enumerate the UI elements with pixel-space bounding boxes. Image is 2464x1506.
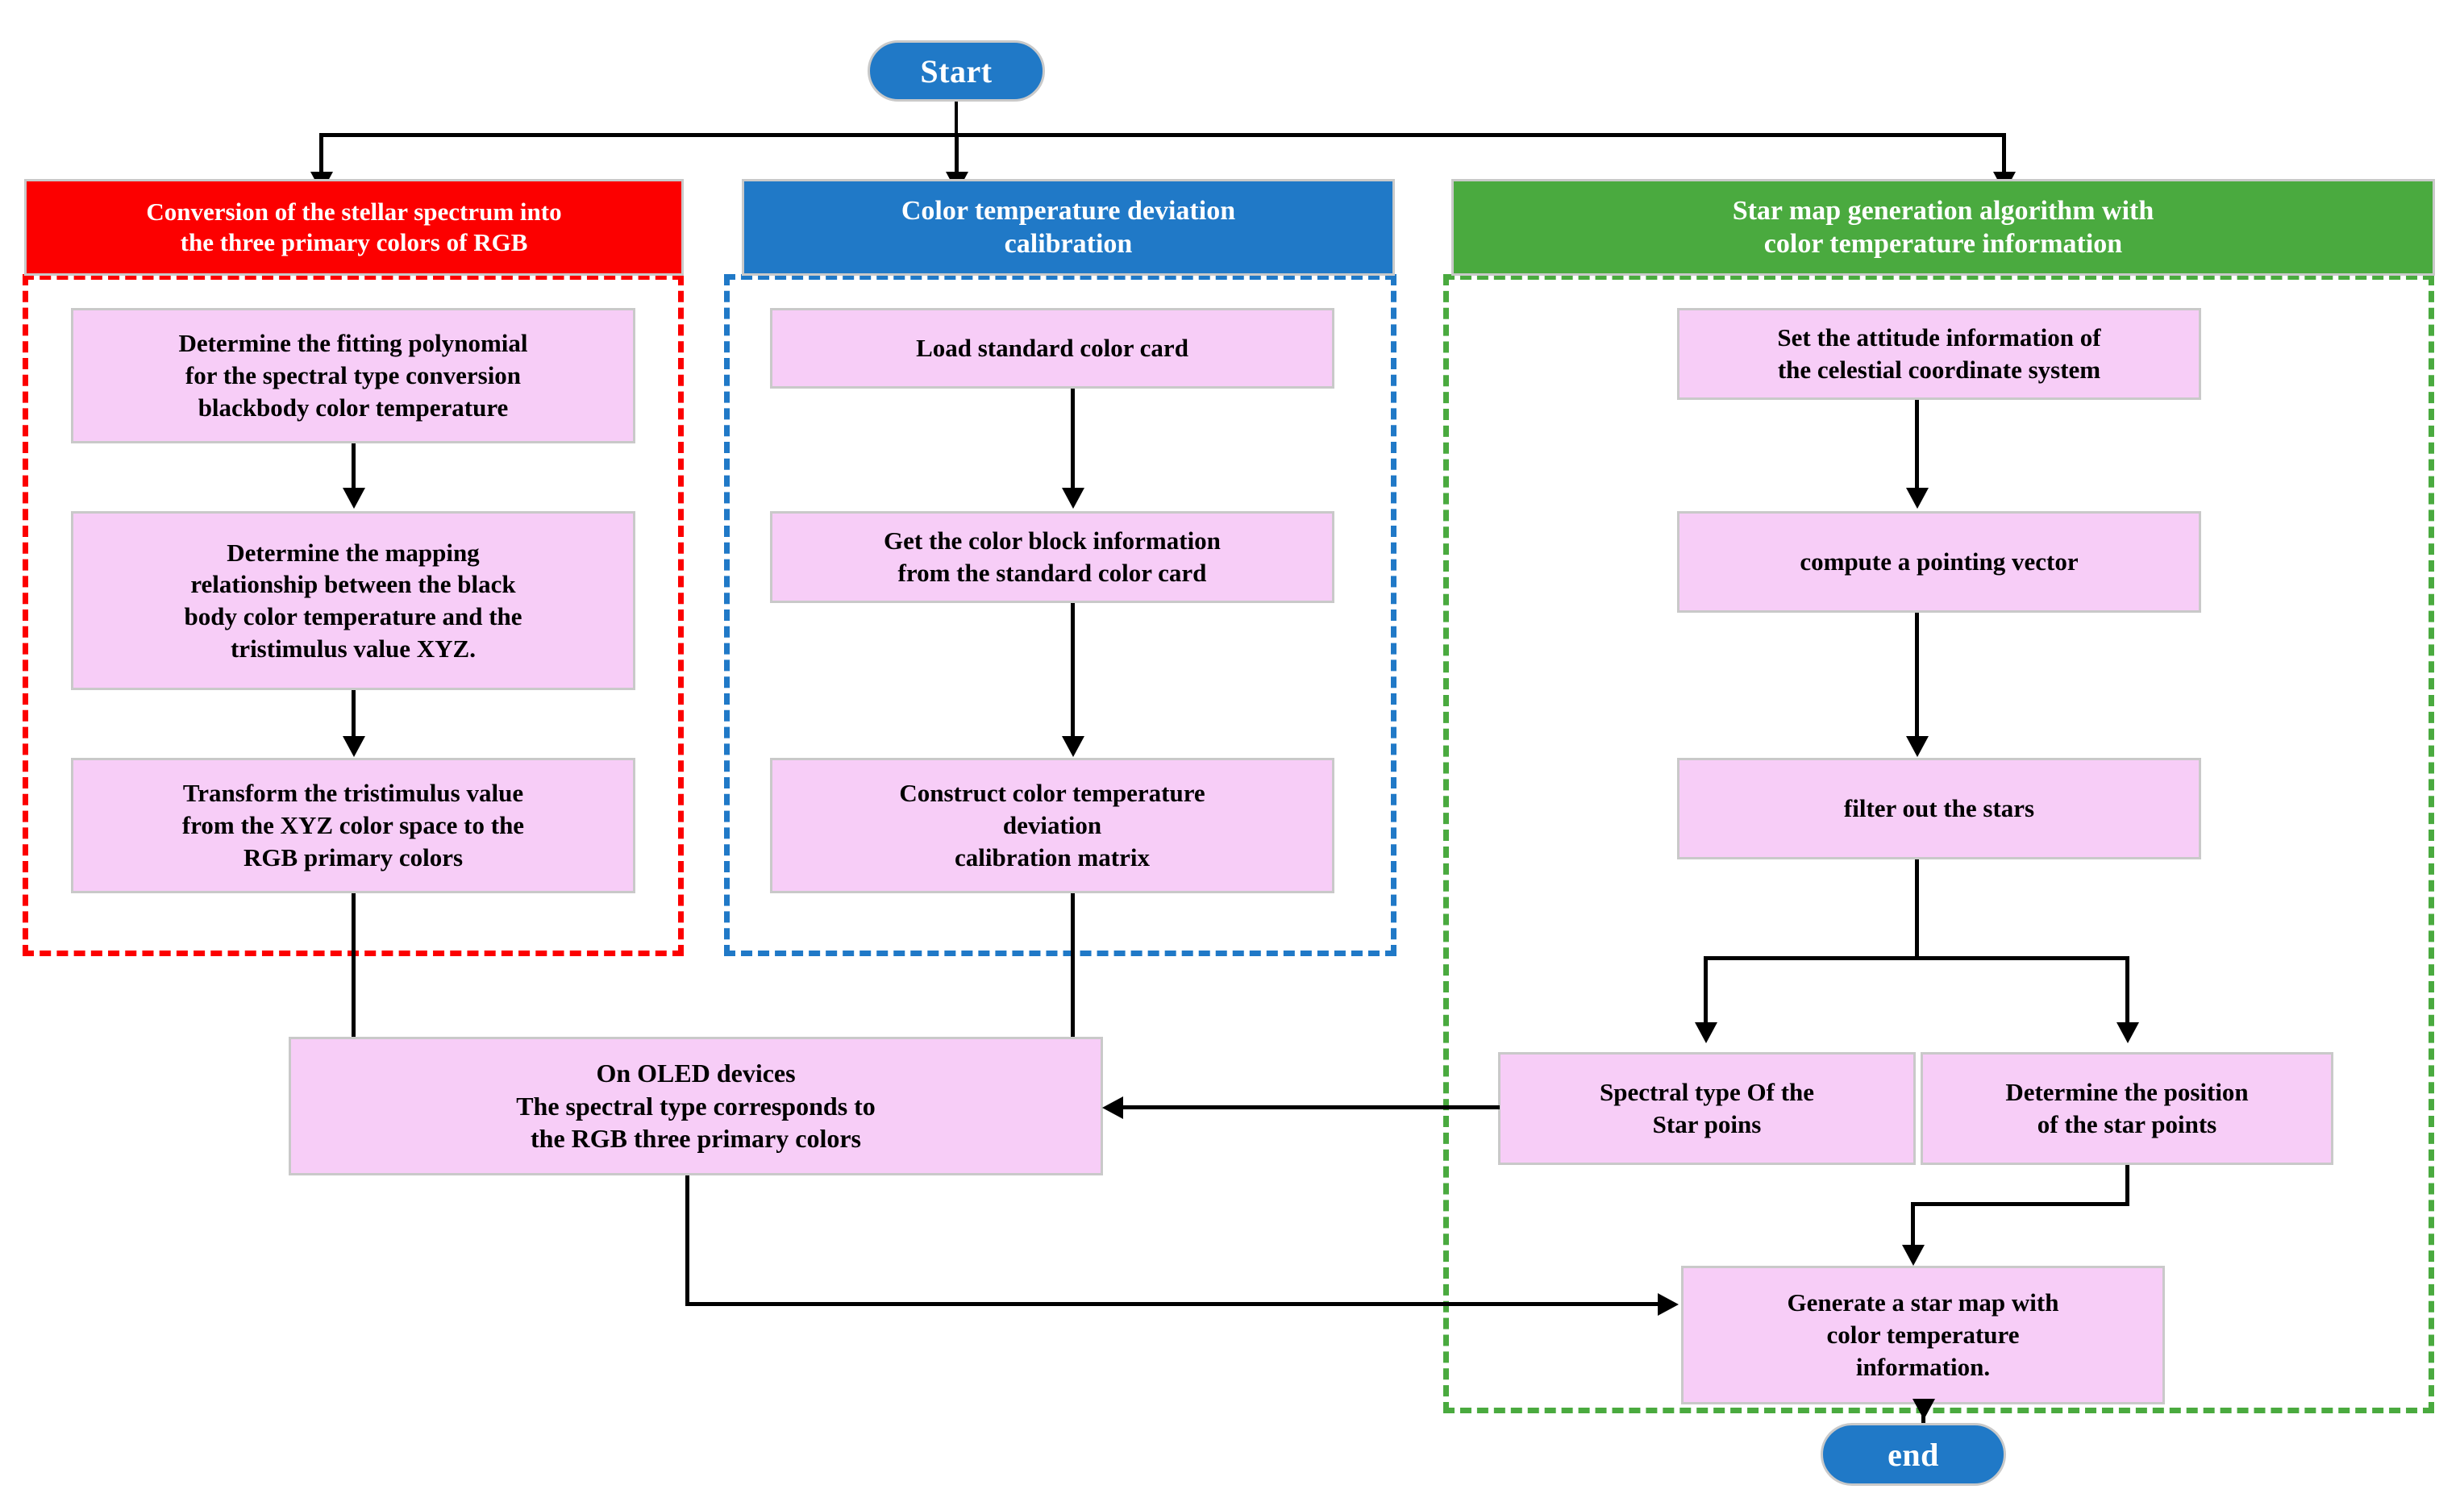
end-label: end: [1888, 1436, 1939, 1473]
arrowhead-oled-to-generate: [1658, 1293, 1679, 1316]
connector-right-2-3: [1915, 613, 1919, 743]
connector-branch-right: [2125, 956, 2129, 1030]
node-line-1: Construct color temperature: [899, 779, 1205, 808]
node-generate-star-map[interactable]: Generate a star map with color temperatu…: [1681, 1266, 2165, 1404]
node-line-2: the celestial coordinate system: [1777, 356, 2101, 384]
node-line-1: Set the attitude information of: [1777, 323, 2101, 352]
connector-position-to-generate: [1911, 1202, 1915, 1252]
connector-left-1-2: [352, 443, 356, 494]
node-fitting-polynomial[interactable]: Determine the fitting polynomial for the…: [71, 308, 635, 443]
banner-line-1: Color temperature deviation: [901, 195, 1236, 226]
connector-mid-2-3: [1071, 603, 1075, 743]
node-line-3: body color temperature and the: [184, 602, 522, 630]
node-determine-star-position[interactable]: Determine the position of the star point…: [1921, 1052, 2333, 1165]
banner-line-1: Conversion of the stellar spectrum into: [146, 198, 562, 227]
arrowhead-left-1-2: [343, 488, 365, 509]
banner-line-1: Star map generation algorithm with: [1732, 195, 2154, 226]
node-line-3: RGB primary colors: [243, 842, 464, 872]
node-line-3: blackbody color temperature: [198, 393, 509, 422]
arrowhead-to-spectral-type: [1695, 1022, 1717, 1043]
connector-left-to-merge: [352, 893, 356, 1089]
arrowhead-mid-2-3: [1062, 736, 1084, 757]
node-line-1: compute a pointing vector: [1800, 547, 2079, 576]
connector-distribution-bar: [321, 133, 2006, 137]
node-line-1: Determine the mapping: [227, 538, 480, 567]
connector-start-down: [955, 102, 958, 136]
section-banner-star-map: Star map generation algorithm with color…: [1451, 179, 2435, 276]
node-line-1: Generate a star map with: [1787, 1288, 2059, 1317]
connector-position-down: [2125, 1165, 2129, 1205]
banner-line-2: the three primary colors of RGB: [180, 228, 528, 256]
node-line-1: On OLED devices: [596, 1058, 796, 1088]
connector-drop-middle: [955, 133, 959, 177]
connector-position-over: [1911, 1202, 2129, 1206]
connector-oled-to-generate: [685, 1302, 1664, 1306]
arrowhead-right-2-3: [1906, 736, 1929, 757]
node-compute-pointing-vector[interactable]: compute a pointing vector: [1677, 511, 2201, 613]
node-line-1: Transform the tristimulus value: [182, 779, 524, 808]
arrowhead-to-star-position: [2116, 1022, 2139, 1043]
node-transform-xyz-to-rgb[interactable]: Transform the tristimulus value from the…: [71, 758, 635, 893]
node-spectral-type-of-star-points[interactable]: Spectral type Of the Star poins: [1498, 1052, 1916, 1165]
connector-mid-to-merge: [1071, 893, 1075, 1089]
node-line-1: Determine the position: [2005, 1078, 2249, 1107]
connector-mid-1-2: [1071, 389, 1075, 494]
node-load-standard-color-card[interactable]: Load standard color card: [770, 308, 1334, 389]
end-terminator[interactable]: end: [1821, 1423, 2006, 1486]
connector-left-2-3: [352, 690, 356, 743]
connector-right-split-stem: [1915, 859, 1919, 959]
group-frame-color-calibration: [724, 274, 1396, 956]
arrowhead-right-1-2: [1906, 488, 1929, 509]
node-filter-out-stars[interactable]: filter out the stars: [1677, 758, 2201, 859]
group-frame-star-map: [1443, 274, 2434, 1413]
node-line-2: relationship between the black: [190, 570, 516, 599]
start-label: Start: [920, 52, 993, 89]
node-mapping-relationship[interactable]: Determine the mapping relationship betwe…: [71, 511, 635, 690]
arrowhead-to-end: [1913, 1399, 1935, 1420]
arrowhead-spectral-to-oled: [1102, 1096, 1123, 1119]
arrowhead-left-2-3: [343, 736, 365, 757]
node-oled-devices[interactable]: On OLED devices The spectral type corres…: [289, 1037, 1103, 1175]
node-get-color-block-info[interactable]: Get the color block information from the…: [770, 511, 1334, 603]
node-line-4: tristimulus value XYZ.: [230, 634, 476, 663]
node-construct-calibration-matrix[interactable]: Construct color temperature deviation ca…: [770, 758, 1334, 893]
banner-line-2: calibration: [1004, 229, 1133, 259]
start-terminator[interactable]: Start: [868, 40, 1045, 102]
arrowhead-mid-1-2: [1062, 488, 1084, 509]
node-line-2: of the star points: [2037, 1110, 2217, 1138]
node-line-1: Load standard color card: [916, 334, 1188, 363]
node-line-2: Star poins: [1652, 1110, 1762, 1138]
node-line-2: for the spectral type conversion: [185, 361, 522, 390]
node-line-2: from the XYZ color space to the: [181, 811, 525, 840]
connector-drop-left: [319, 133, 323, 177]
arrowhead-position-to-generate: [1902, 1245, 1925, 1266]
node-line-2: deviation: [1002, 811, 1102, 840]
node-line-2: from the standard color card: [897, 559, 1207, 587]
connector-oled-down: [685, 1175, 689, 1306]
connector-right-split-bar: [1704, 956, 2129, 960]
node-line-3: the RGB three primary colors: [531, 1124, 861, 1154]
connector-branch-left: [1704, 956, 1708, 1030]
node-line-1: Determine the fitting polynomial: [178, 329, 528, 358]
section-banner-color-calibration: Color temperature deviation calibration: [742, 179, 1395, 276]
banner-line-2: color temperature information: [1763, 229, 2123, 259]
node-line-2: color temperature: [1826, 1321, 2020, 1350]
connector-drop-right: [2002, 133, 2006, 177]
node-line-1: Spectral type Of the: [1599, 1078, 1815, 1107]
node-line-3: calibration matrix: [955, 842, 1150, 872]
section-banner-rgb-conversion: Conversion of the stellar spectrum into …: [24, 179, 684, 276]
node-line-3: information.: [1855, 1352, 1991, 1381]
connector-spectral-to-oled: [1121, 1105, 1500, 1109]
node-line-1: filter out the stars: [1843, 794, 2035, 823]
node-set-attitude-information[interactable]: Set the attitude information of the cele…: [1677, 308, 2201, 400]
connector-right-1-2: [1915, 400, 1919, 494]
node-line-1: Get the color block information: [884, 526, 1221, 555]
node-line-2: The spectral type corresponds to: [516, 1091, 876, 1121]
